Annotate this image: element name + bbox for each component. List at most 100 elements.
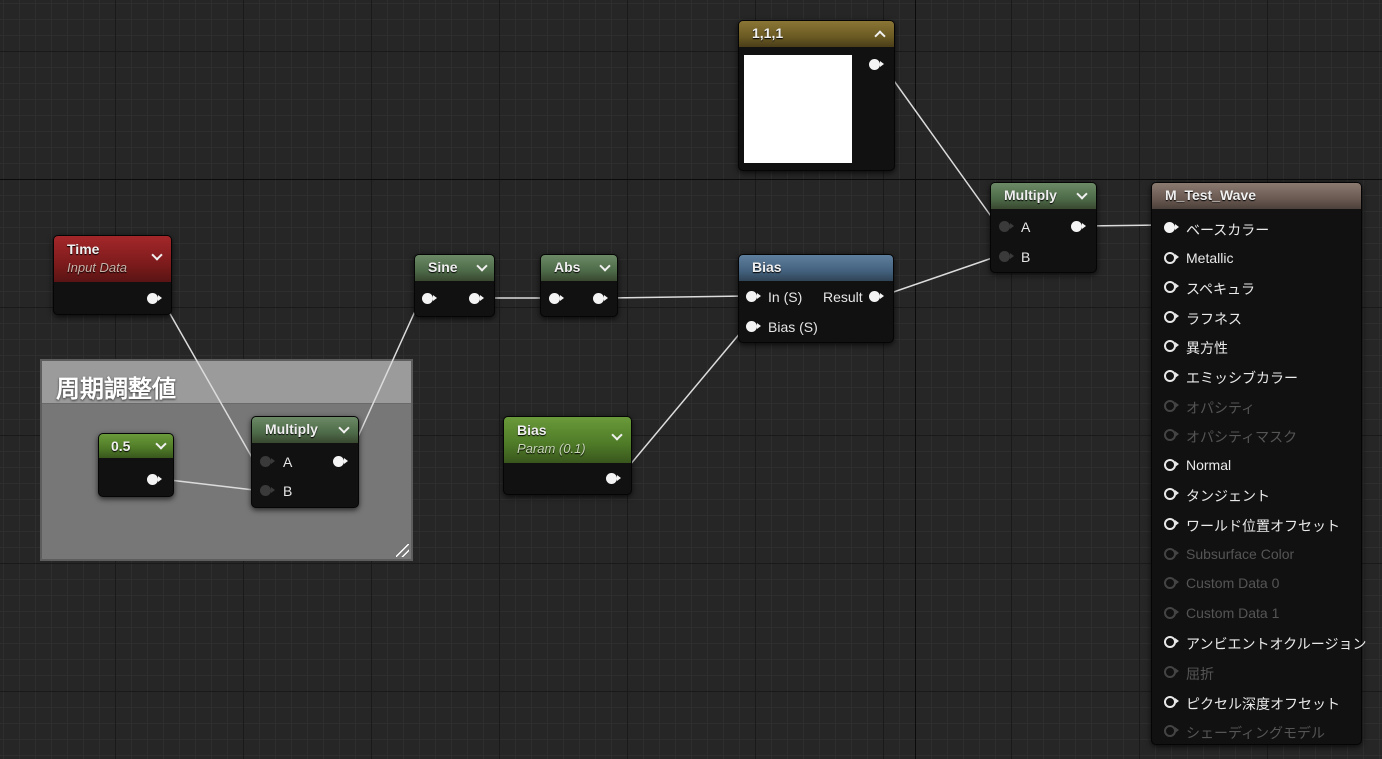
chevron-down-icon[interactable] <box>1076 188 1088 200</box>
sine-node[interactable]: Sine <box>414 254 495 317</box>
abs-node-header[interactable]: Abs <box>541 255 617 281</box>
multiply-outer-header[interactable]: Multiply <box>991 183 1096 209</box>
multiply-inner-b-pin[interactable] <box>260 485 275 496</box>
bias-param-output-pin[interactable] <box>606 473 621 484</box>
chevron-down-icon[interactable] <box>151 249 163 261</box>
bias-in-label: In (S) <box>768 289 803 305</box>
wire-abs-to-bias-in <box>605 295 747 299</box>
chevron-down-icon[interactable] <box>476 260 488 272</box>
material-input-label: Normal <box>1186 456 1232 473</box>
wire-biasparam-to-bias <box>618 325 747 479</box>
wire-multiply-to-basecolor <box>1083 224 1164 227</box>
bias-node-header[interactable]: Bias <box>739 255 893 281</box>
material-input-label: エミッシブカラー <box>1186 370 1298 386</box>
material-result-title: M_Test_Wave <box>1165 187 1257 203</box>
sine-input-pin[interactable] <box>422 293 437 304</box>
material-input-pin[interactable] <box>1164 458 1179 471</box>
material-input-label: 屈折 <box>1186 666 1214 682</box>
multiply-outer-output-pin[interactable] <box>1071 221 1086 232</box>
time-node-title: Time <box>67 241 100 257</box>
time-node[interactable]: Time Input Data <box>53 235 172 315</box>
sine-output-pin[interactable] <box>469 293 484 304</box>
material-input-pin[interactable] <box>1164 222 1179 233</box>
wire-constant-to-multiply-b <box>160 478 255 491</box>
abs-input-pin[interactable] <box>549 293 564 304</box>
bias-node[interactable]: Bias In (S) Result Bias (S) <box>738 254 894 343</box>
material-input-label: アンビエントオクルージョン <box>1186 636 1367 653</box>
multiply-inner-title: Multiply <box>265 421 318 437</box>
grid-axis-horizontal <box>0 179 1382 180</box>
chevron-down-icon[interactable] <box>338 422 350 434</box>
constant-node-value: 0.5 <box>111 438 131 454</box>
material-input-label: ワールド位置オフセット <box>1186 518 1340 534</box>
color-constant-output-pin[interactable] <box>869 59 884 70</box>
bias-bias-label: Bias (S) <box>768 319 818 335</box>
material-input-label: タンジェント <box>1186 488 1270 505</box>
multiply-inner-output-pin[interactable] <box>333 456 348 467</box>
multiply-outer-a-pin[interactable] <box>999 221 1014 232</box>
material-input-label: Custom Data 1 <box>1186 604 1280 621</box>
color-constant-header[interactable]: 1,1,1 <box>739 21 894 47</box>
color-constant-node[interactable]: 1,1,1 <box>738 20 895 171</box>
abs-node-title: Abs <box>554 259 581 275</box>
material-input-pin[interactable] <box>1164 518 1179 530</box>
color-swatch[interactable] <box>744 55 852 163</box>
wire-color-to-multiply-a <box>881 63 999 227</box>
bias-param-header[interactable]: Bias Param (0.1) <box>504 417 631 463</box>
material-input-label: シェーディングモデル <box>1186 725 1326 742</box>
chevron-down-icon[interactable] <box>155 438 167 450</box>
sine-node-title: Sine <box>428 259 458 275</box>
material-input-pin[interactable] <box>1164 429 1179 442</box>
material-input-pin[interactable] <box>1164 606 1179 619</box>
grid-axis-vertical <box>915 0 916 759</box>
material-input-pin[interactable] <box>1164 488 1179 501</box>
material-input-pin[interactable] <box>1164 340 1179 353</box>
wire-time-to-multiply-a <box>160 297 255 462</box>
material-input-pin[interactable] <box>1164 577 1179 590</box>
constant-node-header[interactable]: 0.5 <box>99 434 173 458</box>
material-input-label: Metallic <box>1186 249 1234 266</box>
material-input-label: オパシティ <box>1186 399 1256 416</box>
material-input-pin[interactable] <box>1164 310 1179 323</box>
comment-title[interactable]: 周期調整値 <box>42 361 411 404</box>
material-input-pin[interactable] <box>1164 636 1179 649</box>
time-node-header[interactable]: Time Input Data <box>54 236 171 282</box>
bias-param-node[interactable]: Bias Param (0.1) <box>503 416 632 495</box>
multiply-outer-b-pin[interactable] <box>999 251 1014 262</box>
comment-resize-handle[interactable] <box>396 544 409 557</box>
time-output-pin[interactable] <box>147 293 162 304</box>
material-input-label: Subsurface Color <box>1186 545 1295 562</box>
material-input-pin[interactable] <box>1164 666 1179 678</box>
material-input-pin[interactable] <box>1164 370 1179 382</box>
multiply-inner-node[interactable]: Multiply A B <box>251 416 359 508</box>
material-input-label: ピクセル深度オフセット <box>1186 695 1340 712</box>
material-result-header[interactable]: M_Test_Wave <box>1152 183 1361 209</box>
material-input-pin[interactable] <box>1164 281 1179 294</box>
abs-node[interactable]: Abs <box>540 254 618 317</box>
bias-bias-pin[interactable] <box>746 321 761 332</box>
multiply-inner-header[interactable]: Multiply <box>252 417 358 443</box>
material-input-label: 異方性 <box>1186 340 1228 357</box>
chevron-down-icon[interactable] <box>611 429 623 441</box>
chevron-down-icon[interactable] <box>599 260 611 272</box>
bias-result-label: Result <box>823 289 863 305</box>
material-input-pin[interactable] <box>1164 547 1179 560</box>
material-input-pin[interactable] <box>1164 251 1179 264</box>
bias-node-title: Bias <box>752 259 782 275</box>
material-input-pin[interactable] <box>1164 725 1179 738</box>
material-input-pin[interactable] <box>1164 399 1179 412</box>
sine-node-header[interactable]: Sine <box>415 255 494 281</box>
multiply-outer-node[interactable]: Multiply A B <box>990 182 1097 273</box>
abs-output-pin[interactable] <box>593 293 608 304</box>
material-input-label: ラフネス <box>1186 310 1242 327</box>
chevron-up-icon[interactable] <box>874 30 886 42</box>
constant-output-pin[interactable] <box>147 474 162 485</box>
time-node-subtitle: Input Data <box>67 260 127 275</box>
multiply-inner-a-pin[interactable] <box>260 456 275 467</box>
bias-result-pin[interactable] <box>869 291 884 302</box>
material-input-pin[interactable] <box>1164 695 1179 708</box>
bias-in-pin[interactable] <box>746 291 761 302</box>
constant-node[interactable]: 0.5 <box>98 433 174 497</box>
material-input-label: ベースカラー <box>1186 222 1270 238</box>
